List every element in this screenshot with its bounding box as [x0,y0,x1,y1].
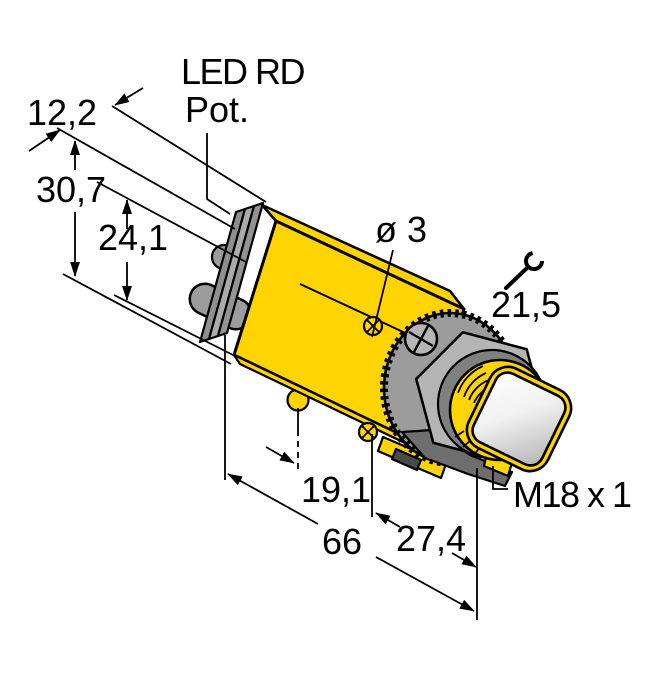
extension-line [56,127,236,230]
extension-line [96,181,247,263]
wrench-icon [504,251,544,290]
rear-plate-inner [216,201,265,338]
hole-dia-text: ø 3 [375,209,427,250]
leader-line [492,466,508,490]
dimension-overall-height: 30,7 [36,140,232,365]
extension-line [113,294,238,358]
tab-notch [390,447,423,472]
dim-text-19-1: 19,1 [301,469,371,510]
dimension-hole-offset: 19,1 [265,408,371,510]
hole-cross-b [366,319,380,333]
mounting-hole-lower [357,421,379,443]
dim-line-right [375,556,475,612]
rear-cover [198,201,265,344]
label-led-pot: LED RD Pot. [181,51,306,215]
extension-line [62,273,232,365]
screw-slot-b [412,325,430,353]
dimension-overall-length: 66 [224,335,475,612]
mounting-hole-upper [362,315,384,337]
label-hole-diameter: ø 3 [371,209,427,338]
sensor-illustration [188,201,573,488]
wrench-jaw [524,251,544,271]
hole-cross-b [361,425,375,439]
dimension-front-section: 27,4 [371,434,478,620]
thread-spec-text: M18 x 1 [513,474,631,515]
dim-text-30-7: 30,7 [36,169,106,210]
dim-text-21-5: 21,5 [491,284,561,325]
leader-line [206,133,231,215]
wrench-handle [504,266,529,290]
thread-tick-1 [454,430,465,438]
dim-line-left [227,473,319,525]
leader-line [371,249,394,338]
dim-arrow [28,129,61,152]
dim-line-left [375,512,401,528]
label-wrench-size: 21,5 [491,251,561,325]
label-thread-spec: M18 x 1 [492,466,633,515]
annotations: 12,2 30,7 24,1 LED RD Pot. ø 3 [27,51,633,620]
dim-text-12-2: 12,2 [27,92,97,133]
thread-arc-3 [468,379,490,401]
thread-arc-1 [457,365,484,394]
dim-text-27-4: 27,4 [396,518,466,559]
lens [465,365,573,473]
led-label: LED RD [181,51,305,92]
dim-arrow [265,446,295,464]
dimension-housing-height: 24,1 [96,181,247,358]
lens-face [471,371,567,467]
clamp-screw [403,321,439,357]
dim-arrow [114,87,144,106]
extension-line [111,105,267,203]
dim-line-right [451,552,477,568]
pot-label: Pot. [185,89,249,130]
dim-text-24-1: 24,1 [98,217,168,258]
dim-text-66: 66 [322,521,362,562]
dimension-rear-cover-width: 12,2 [27,87,267,230]
thread-arc-2 [463,372,487,398]
